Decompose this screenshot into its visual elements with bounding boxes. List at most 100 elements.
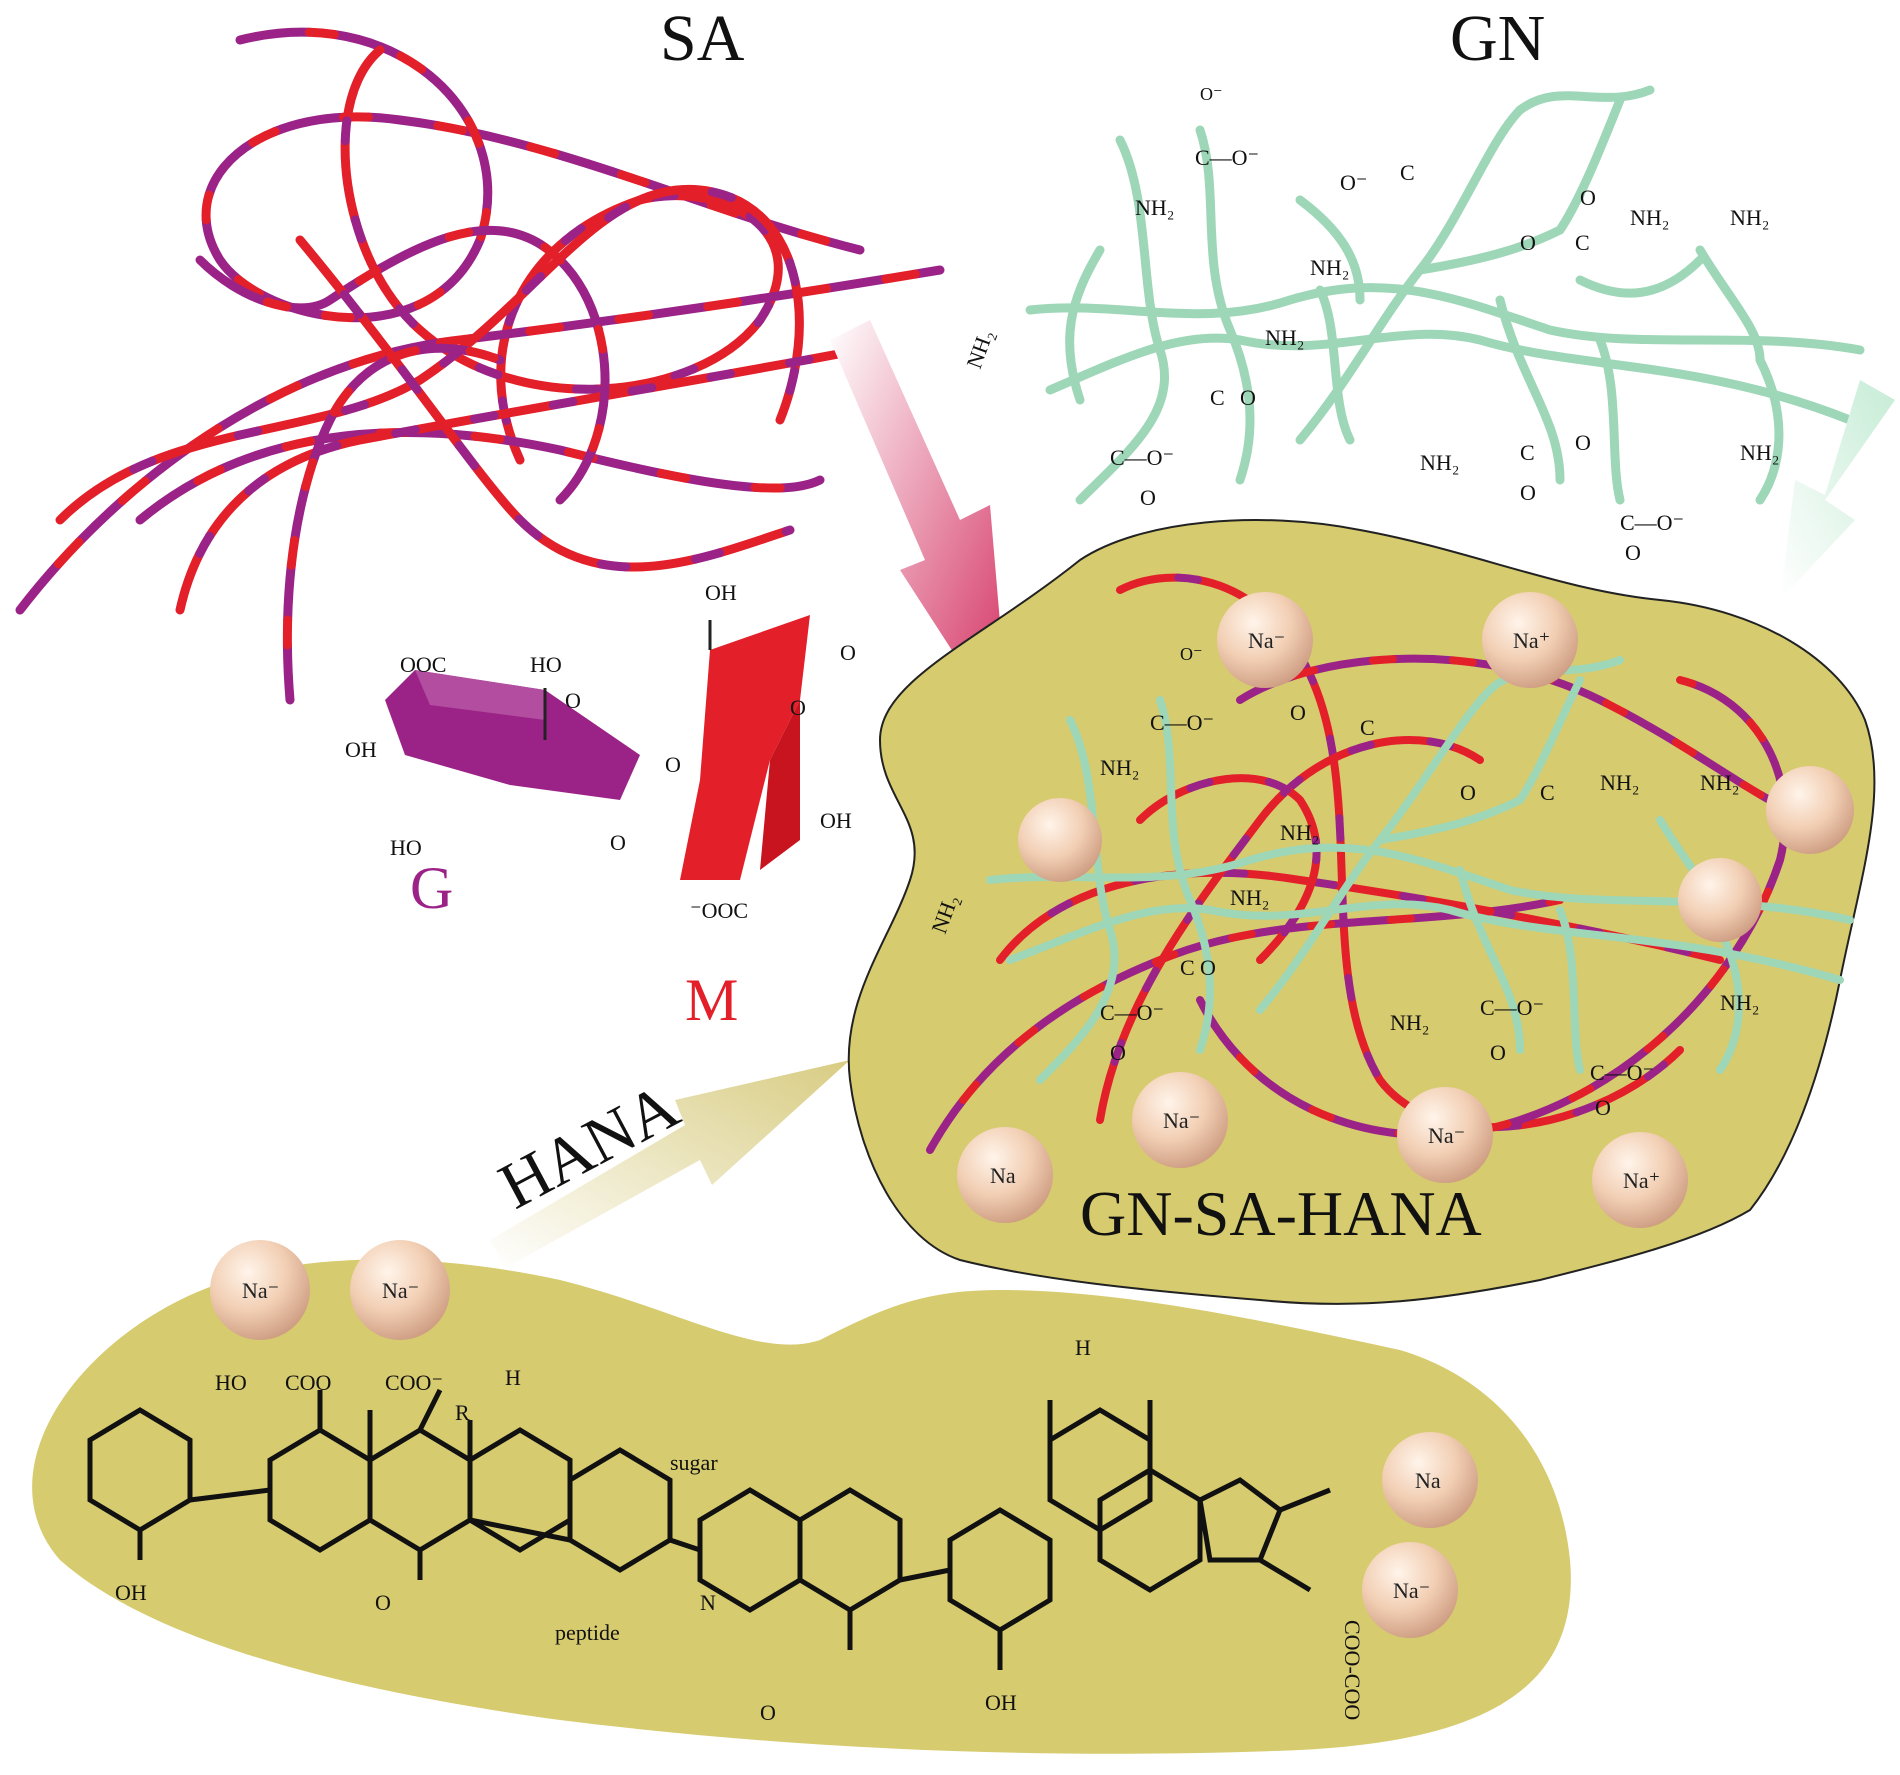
m-label: M — [685, 967, 738, 1033]
na-ion — [1018, 798, 1102, 882]
svg-text:NH₂: NH₂ — [1730, 205, 1769, 230]
na-ion — [1217, 592, 1313, 688]
svg-text:peptide: peptide — [555, 1620, 620, 1645]
svg-text:C: C — [1540, 780, 1555, 805]
svg-text:C—O⁻: C—O⁻ — [1100, 1000, 1164, 1025]
svg-text:Na⁺: Na⁺ — [1623, 1168, 1660, 1193]
svg-text:Na⁻: Na⁻ — [382, 1278, 419, 1303]
svg-text:O: O — [1290, 700, 1306, 725]
svg-text:NH₂: NH₂ — [1310, 255, 1349, 280]
svg-text:Na⁻: Na⁻ — [242, 1278, 279, 1303]
na-ion — [1592, 1132, 1688, 1228]
svg-text:O⁻: O⁻ — [1200, 84, 1223, 104]
svg-text:C: C — [1400, 160, 1415, 185]
svg-text:NH₂: NH₂ — [1720, 990, 1759, 1015]
hana-to-composite-arrow — [490, 1060, 850, 1268]
svg-text:O: O — [1625, 540, 1641, 565]
svg-text:NH₂: NH₂ — [1630, 205, 1669, 230]
svg-text:COO: COO — [285, 1370, 331, 1395]
svg-text:HO: HO — [215, 1370, 247, 1395]
svg-text:O: O — [1460, 780, 1476, 805]
svg-text:Na⁻: Na⁻ — [1163, 1108, 1200, 1133]
sa-to-composite-arrow — [830, 320, 1010, 740]
svg-text:OH: OH — [345, 737, 377, 762]
svg-text:C: C — [1210, 385, 1225, 410]
svg-text:Na⁻: Na⁻ — [1428, 1123, 1465, 1148]
svg-text:Na: Na — [990, 1163, 1016, 1188]
svg-text:O: O — [1520, 230, 1536, 255]
svg-text:O: O — [375, 1590, 391, 1615]
gn-to-composite-arrow — [1780, 380, 1895, 600]
na-ion — [350, 1240, 450, 1340]
hana-na-ions: Na⁻ Na⁻ Na Na⁻ — [210, 1240, 1478, 1638]
svg-text:O: O — [1490, 1040, 1506, 1065]
svg-text:O: O — [760, 1700, 776, 1725]
svg-text:O: O — [565, 688, 581, 713]
svg-text:NH₂: NH₂ — [1600, 770, 1639, 795]
svg-text:C: C — [1575, 230, 1590, 255]
svg-text:R: R — [455, 1400, 470, 1425]
svg-text:O: O — [1580, 185, 1596, 210]
sa-alginate-chains — [15, 27, 945, 705]
svg-text:O: O — [840, 640, 856, 665]
mannuronate-unit: OH O O OH O ⁻OOC M — [610, 580, 856, 1033]
na-ion — [1482, 592, 1578, 688]
svg-text:C—O⁻: C—O⁻ — [1480, 995, 1544, 1020]
gn-chem-labels: O⁻ C—O⁻ NH₂ O⁻ C O C O NH₂ NH₂ NH₂ NH₂ C… — [961, 84, 1779, 565]
svg-text:HO: HO — [530, 652, 562, 677]
svg-text:O: O — [790, 695, 806, 720]
svg-text:C—O⁻: C—O⁻ — [1195, 145, 1259, 170]
hana-molecular-structure — [87, 1388, 1331, 1670]
na-ion — [210, 1240, 310, 1340]
hana-matrix — [32, 1259, 1571, 1754]
svg-text:Na⁻: Na⁻ — [1248, 628, 1285, 653]
svg-text:OOC: OOC — [400, 652, 446, 677]
composite-label: GN-SA-HANA — [1080, 1178, 1482, 1249]
svg-text:C—O⁻: C—O⁻ — [1590, 1060, 1654, 1085]
svg-text:Na⁻: Na⁻ — [1393, 1578, 1430, 1603]
gn-gelatin-network — [1025, 85, 1865, 505]
svg-text:COO-COO: COO-COO — [1340, 1620, 1365, 1720]
composite-chem-labels: O⁻ C—O⁻ NH₂ O C O C NH₂ NH₂ NH₂ NH₂ C O … — [926, 644, 1759, 1120]
svg-text:O: O — [1595, 1095, 1611, 1120]
svg-text:NH₂: NH₂ — [1420, 450, 1459, 475]
svg-text:NH₂: NH₂ — [1135, 195, 1174, 220]
svg-text:H: H — [505, 1365, 521, 1390]
composite-na-ions: Na⁻ Na⁺ Na⁻ Na⁻ Na Na⁺ — [957, 592, 1854, 1228]
guluronate-unit: OOC HO O OH HO O G — [345, 652, 681, 921]
svg-text:O: O — [610, 830, 626, 855]
na-ion — [1766, 766, 1854, 854]
svg-text:C: C — [1520, 440, 1535, 465]
svg-text:⁻OOC: ⁻OOC — [690, 898, 748, 923]
na-ion — [1132, 1072, 1228, 1168]
svg-text:O: O — [1200, 955, 1216, 980]
svg-text:NH₂: NH₂ — [1740, 440, 1779, 465]
svg-text:O: O — [665, 752, 681, 777]
svg-text:OH: OH — [705, 580, 737, 605]
svg-text:NH₂: NH₂ — [1390, 1010, 1429, 1035]
svg-text:C—O⁻: C—O⁻ — [1620, 510, 1684, 535]
gn-title: GN — [1450, 2, 1545, 75]
svg-text:C: C — [1360, 715, 1375, 740]
svg-text:sugar: sugar — [670, 1450, 718, 1475]
svg-text:O⁻: O⁻ — [1340, 170, 1368, 195]
svg-text:NH₂: NH₂ — [961, 326, 998, 372]
svg-text:OH: OH — [985, 1690, 1017, 1715]
svg-text:Na⁺: Na⁺ — [1513, 628, 1550, 653]
na-ion — [1678, 858, 1762, 942]
na-ion — [1382, 1432, 1478, 1528]
svg-text:NH₂: NH₂ — [1230, 885, 1269, 910]
svg-text:O⁻: O⁻ — [1180, 644, 1203, 664]
svg-text:NH₂: NH₂ — [1280, 820, 1319, 845]
svg-text:O: O — [1140, 485, 1156, 510]
svg-text:C: C — [1180, 955, 1195, 980]
svg-text:NH₂: NH₂ — [1700, 770, 1739, 795]
na-ion — [1362, 1542, 1458, 1638]
svg-text:NH₂: NH₂ — [1100, 755, 1139, 780]
svg-text:NH₂: NH₂ — [1265, 325, 1304, 350]
svg-text:OH: OH — [115, 1580, 147, 1605]
svg-text:N: N — [700, 1590, 716, 1615]
svg-text:O: O — [1110, 1040, 1126, 1065]
na-ion — [957, 1127, 1053, 1223]
